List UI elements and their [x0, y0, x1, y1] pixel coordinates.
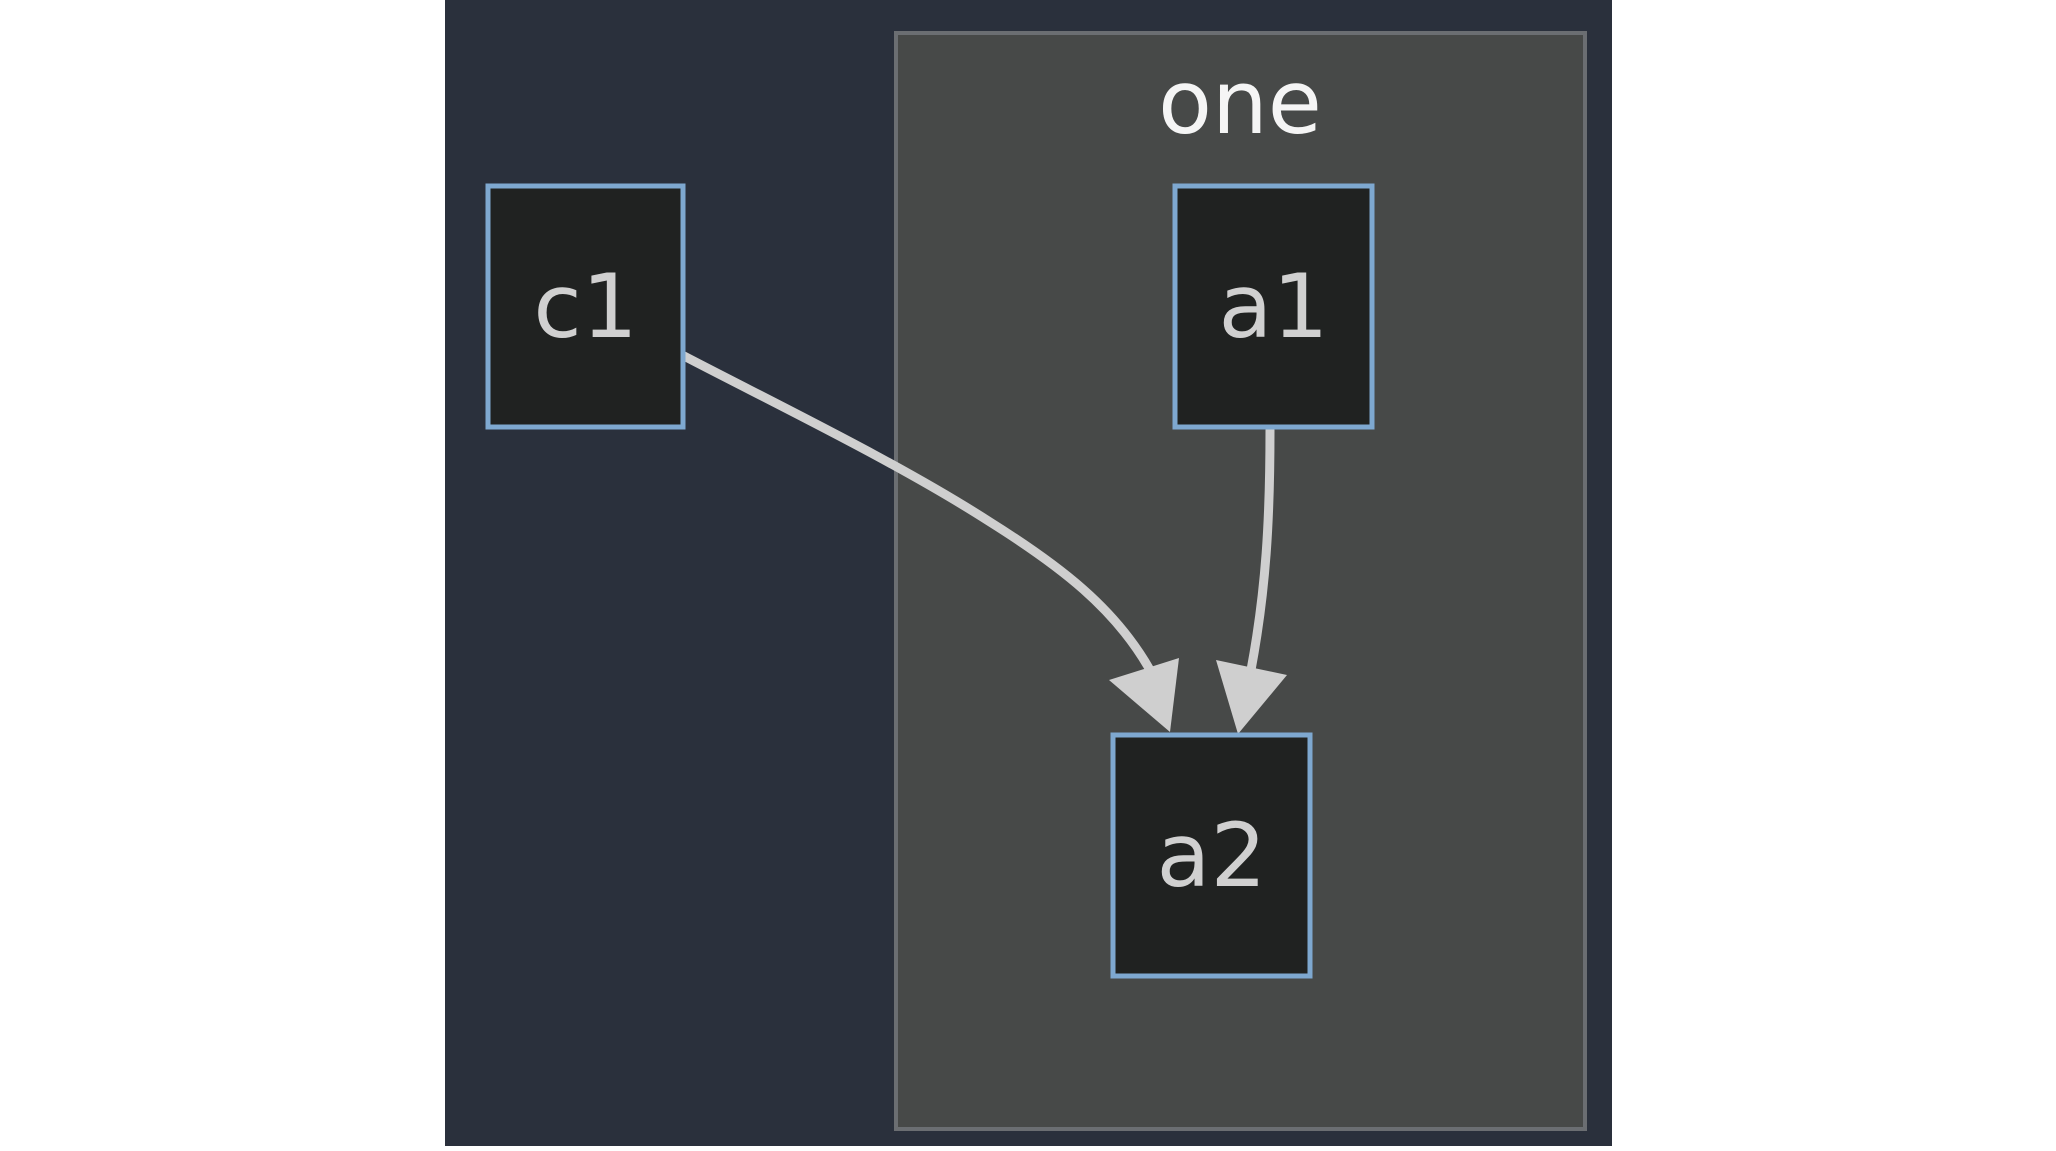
edge-a1-to-a2-arrowhead	[1216, 660, 1287, 734]
edge-c1-to-a2-arrowhead	[1109, 658, 1179, 732]
node-c1[interactable]: c1	[485, 183, 686, 430]
node-c1-label: c1	[533, 255, 637, 358]
node-a1[interactable]: a1	[1172, 183, 1375, 430]
node-c1-box	[485, 183, 686, 430]
node-a1-label: a1	[1219, 255, 1329, 358]
node-a2[interactable]: a2	[1110, 732, 1313, 979]
edge-c1-to-a2	[679, 351, 1155, 675]
subgraph-label: one	[1158, 51, 1322, 154]
node-a1-box	[1172, 183, 1375, 430]
edges	[679, 351, 1287, 734]
node-a2-label: a2	[1157, 804, 1267, 907]
edge-a1-to-a2	[1246, 425, 1275, 675]
node-a2-box	[1110, 732, 1313, 979]
